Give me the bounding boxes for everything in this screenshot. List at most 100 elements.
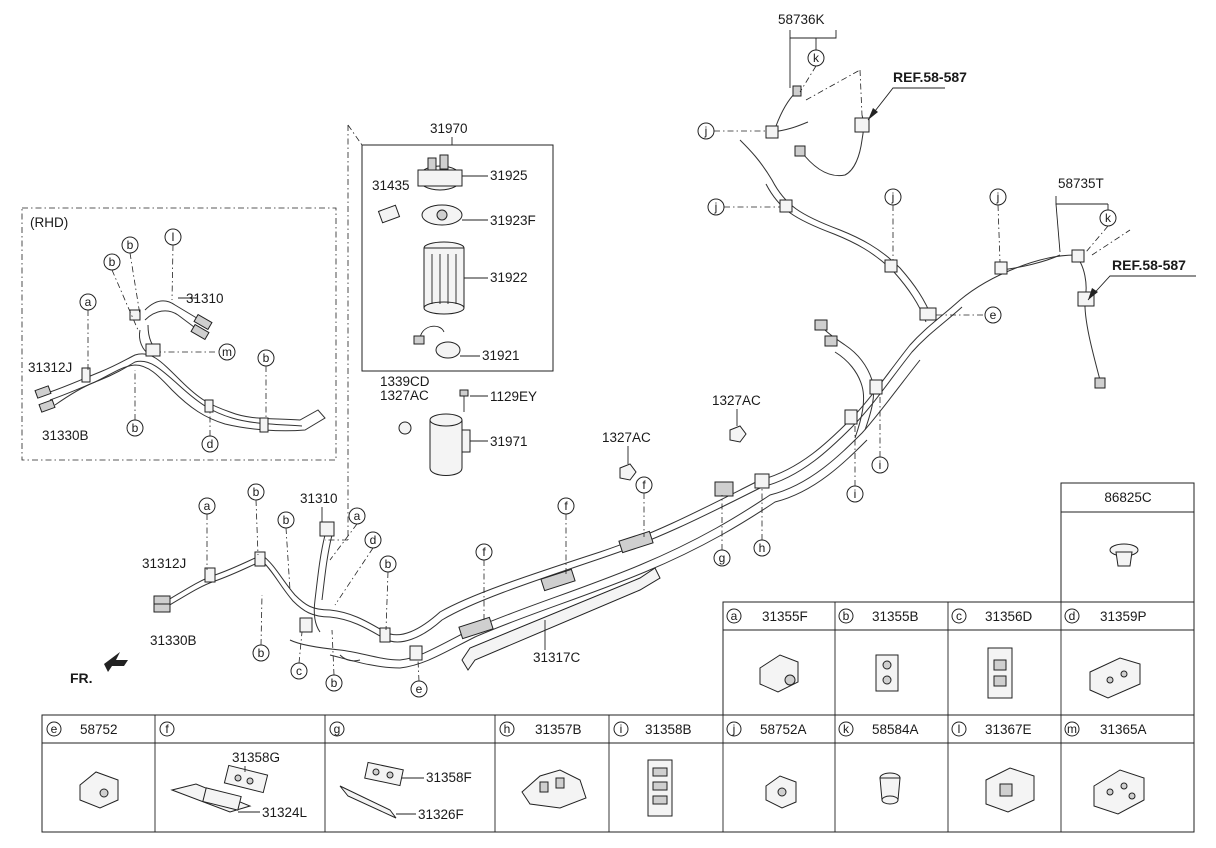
marker-m [218,343,236,361]
part-callout: 1327AC [380,388,429,403]
marker-letter: m [222,345,232,359]
nut-icon [619,463,637,481]
table-letter: b [843,609,850,623]
grommet-58584A-icon [879,772,901,805]
table-letter: f [165,722,169,736]
marker-letter: i [854,487,857,501]
part-callout: 31312J [142,556,186,571]
marker-b [103,253,121,271]
clip-31355B-icon [875,654,899,692]
ref-arrow-icon [868,108,878,120]
front-direction-label: FR. [70,670,93,686]
marker-f [475,543,493,561]
part-callout: 31923F [490,213,536,228]
clip-set-f-icon [170,764,269,813]
part-callout: 31312J [28,360,72,375]
table-sub-part: 31324L [262,805,308,820]
marker-letter: k [813,51,820,65]
rhd-inset-frame [21,207,337,461]
marker-d [364,531,382,549]
marker-a [198,497,216,515]
marker-letter: g [719,551,726,565]
table-letter: h [504,722,511,736]
table-letter: c [956,609,962,623]
marker-f [557,497,575,515]
marker-letter: k [1105,211,1112,225]
marker-letter: b [132,421,139,435]
marker-f [635,476,653,494]
table-part-number: 58752A [760,722,807,737]
table-part-number: 58584A [872,722,919,737]
marker-b [252,644,270,662]
marker-letter: f [482,545,486,559]
table-part-number: 31359P [1100,609,1147,624]
table-letter: j [732,722,736,736]
marker-letter: j [704,124,708,138]
ref-label: REF.58-587 [1112,257,1186,273]
marker-j [989,188,1007,206]
clip-31365A-icon [1093,769,1145,815]
marker-b [277,511,295,529]
part-callout: 31310 [186,291,224,306]
clip-58752A-icon [765,775,797,809]
marker-letter: a [85,295,92,309]
part-callout: 31925 [490,168,528,183]
marker-letter: l [172,230,175,244]
washer-nut [398,421,412,435]
marker-a [79,293,97,311]
marker-letter: j [714,200,718,214]
main-callout-leaders [206,65,1131,682]
marker-letter: b [109,255,116,269]
marker-b [126,419,144,437]
part-callout: 1327AC [712,393,761,408]
parts-table: 86825C a 31355F b 31355B c 31356D d 3135… [41,482,1195,833]
marker-i [871,456,889,474]
fuel-filter-head [417,154,463,191]
marker-letter: b [258,646,265,660]
part-callout: 31435 [372,178,410,193]
table-letter: k [843,722,850,736]
marker-b [121,236,139,254]
marker-letter: a [204,499,211,513]
rhd-callouts [87,244,267,436]
clip-31358B-icon [647,759,673,817]
table-letter: e [51,722,58,736]
clip-31356D-icon [987,647,1013,699]
table-letter: i [620,722,623,736]
filter-bracket [429,413,471,476]
table-part-number: 31365A [1100,722,1147,737]
marker-letter: b [263,351,270,365]
table-letter: a [731,609,738,623]
marker-letter: a [354,509,361,523]
part-callout: 31330B [150,633,197,648]
part-callout: 31317C [533,650,581,665]
marker-letter: f [564,499,568,513]
marker-b [247,483,265,501]
clip-set-g-icon [339,761,404,819]
table-sub-part: 31358G [232,750,280,765]
marker-b [379,555,397,573]
marker-b [257,349,275,367]
table-part-number: 58752 [80,722,118,737]
filter-element [423,241,465,315]
part-callout: 58735T [1058,176,1104,191]
table-letter: g [334,722,341,736]
marker-l [164,228,182,246]
marker-letter: d [370,533,377,547]
marker-b [325,674,343,692]
bracket-31317C [458,530,661,671]
part-callout: 31921 [482,348,520,363]
marker-letter: b [253,485,260,499]
marker-letter: d [207,437,214,451]
part-callout: 1129EY [490,389,537,404]
marker-letter: e [416,682,423,696]
marker-letter: e [990,308,997,322]
marker-letter: h [759,541,766,555]
bolt-1129EY [459,389,469,412]
marker-letter: b [385,557,392,571]
rhd-label: (RHD) [30,215,68,230]
marker-d [201,435,219,453]
marker-letter: b [331,676,338,690]
rhd-connectors [34,309,269,433]
